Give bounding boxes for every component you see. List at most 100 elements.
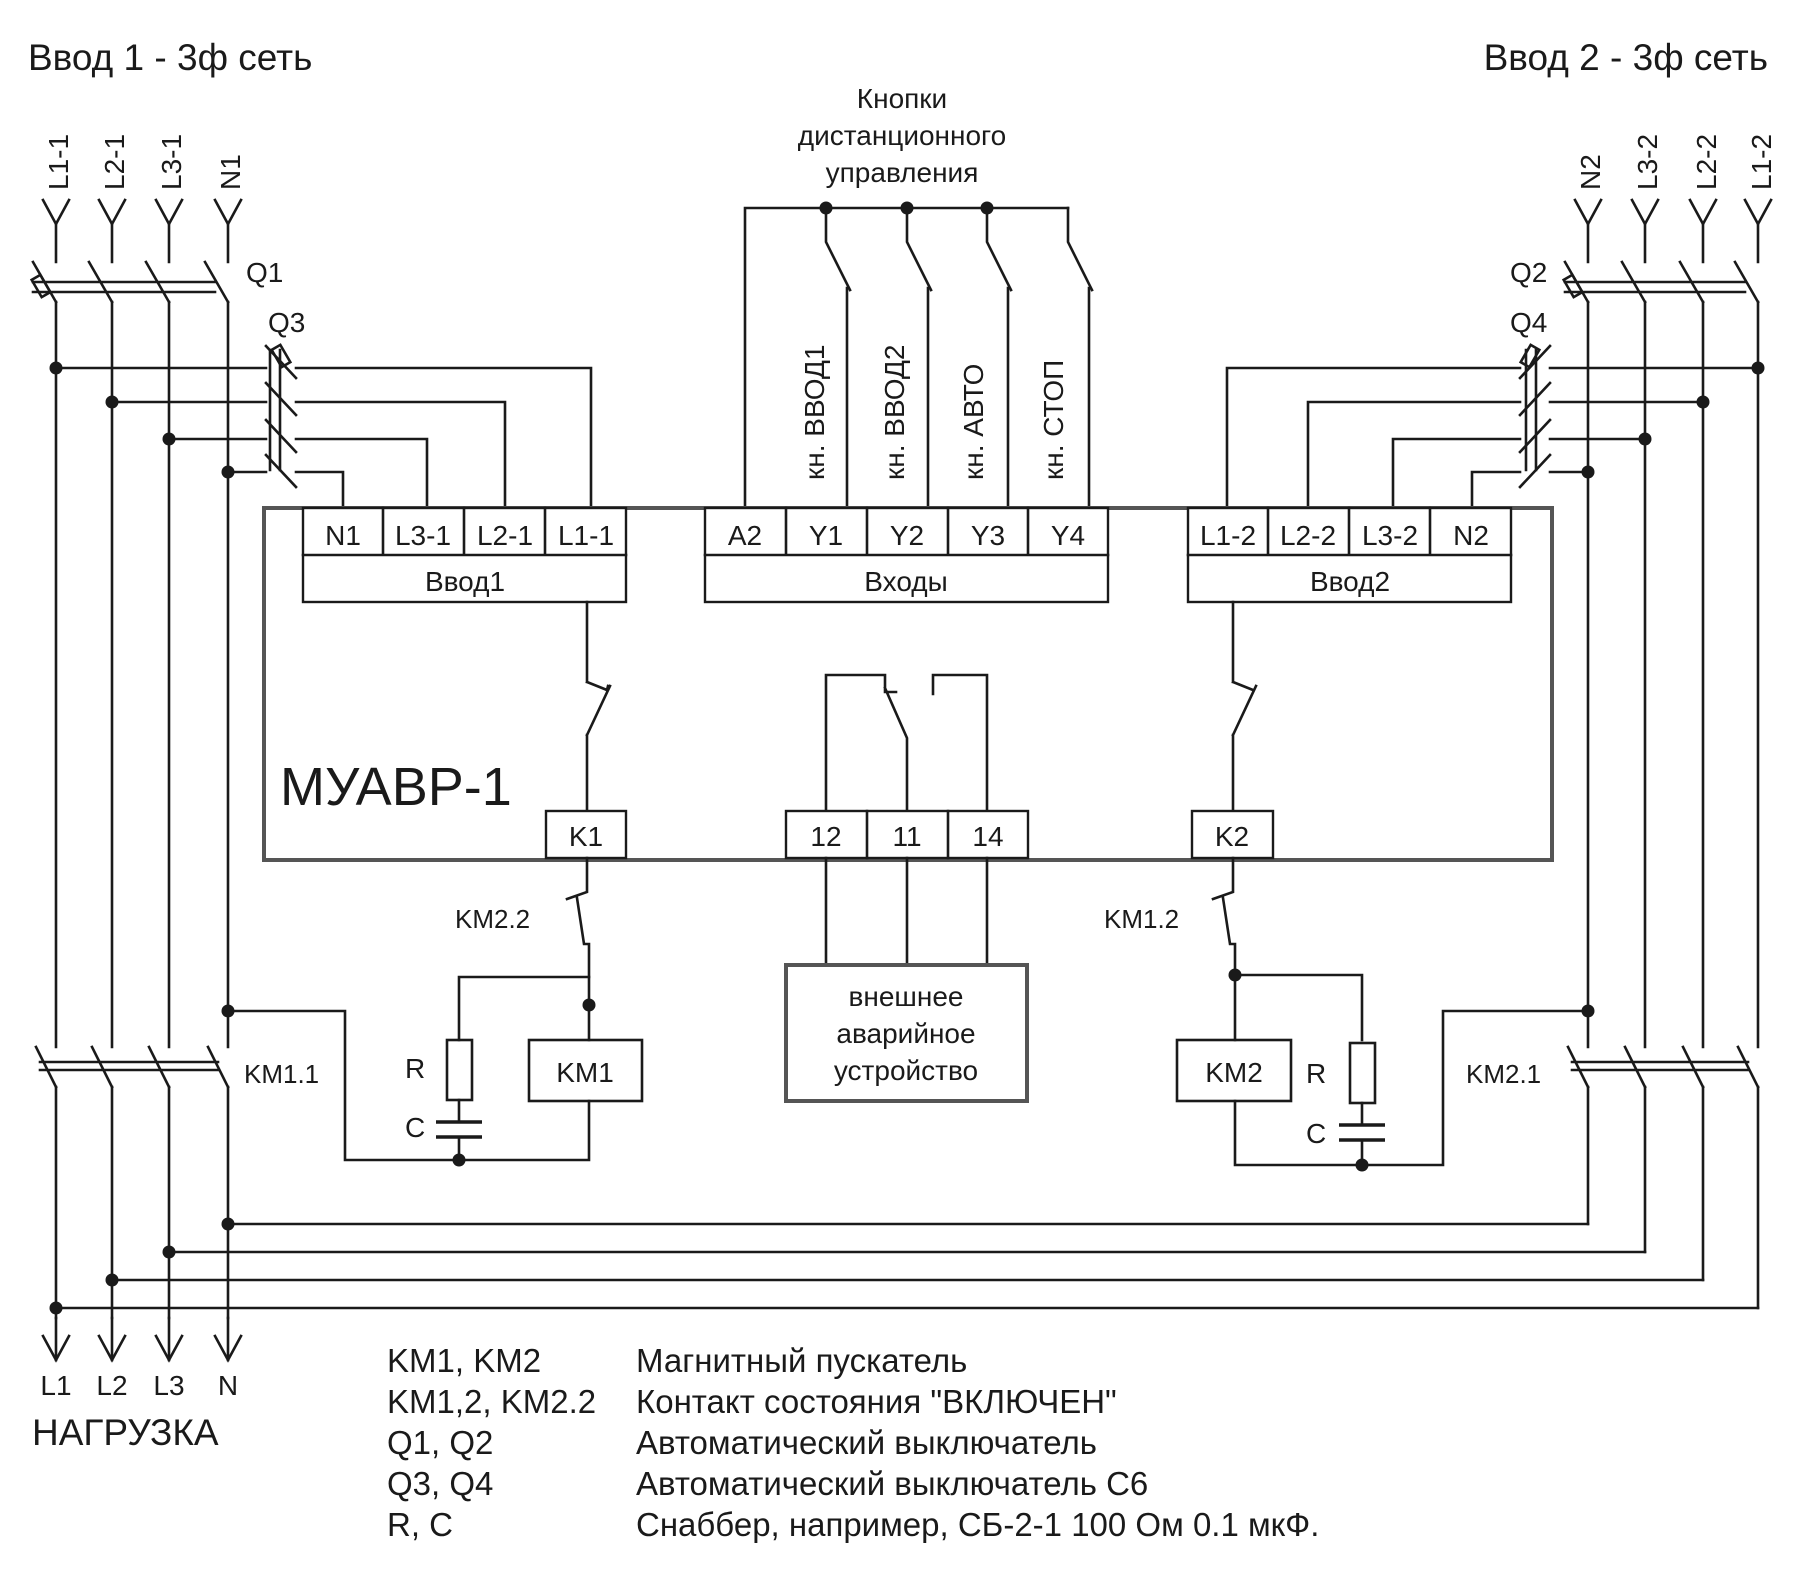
terminal-l3-2: L3-2	[1362, 520, 1418, 551]
km2-1-label: KM2.1	[1466, 1059, 1541, 1089]
remote-caption-line-2: дистанционного	[798, 120, 1006, 151]
km1-coil-label: KM1	[556, 1057, 614, 1088]
q3-trip-marker	[269, 343, 293, 369]
terminal-k2: K2	[1215, 821, 1249, 852]
input1-group-label: Ввод1	[425, 566, 505, 597]
terminal-y4: Y4	[1051, 520, 1085, 551]
input2-group-label: Ввод2	[1310, 566, 1390, 597]
km2-r-label: R	[1306, 1058, 1326, 1089]
supply2-arrow-heads	[1573, 198, 1773, 227]
q1-trip-marker	[29, 273, 53, 299]
load-label-n: N	[218, 1370, 238, 1401]
external-emergency-device: внешнее аварийное устройство	[784, 856, 1029, 1103]
legend-key-5: R, C	[387, 1506, 453, 1543]
external-device-line-1: внешнее	[849, 981, 964, 1012]
km1-1-contactor: KM1.1	[34, 1045, 319, 1089]
terminal-a2: A2	[728, 520, 762, 551]
device-name: МУАВР-1	[280, 757, 512, 817]
load-heading: НАГРУЗКА	[32, 1412, 219, 1453]
km1-coil	[527, 1038, 644, 1103]
terminal-l1-1: L1-1	[558, 520, 614, 551]
km2-snubber-r	[1348, 1041, 1377, 1105]
terminal-y1: Y1	[809, 520, 843, 551]
terminal-12: 12	[810, 821, 841, 852]
load-cross-connections	[49, 1217, 1760, 1315]
supply2-label-l1: L1-2	[1746, 134, 1777, 190]
legend-key-3: Q1, Q2	[387, 1424, 493, 1461]
terminal-l2-2: L2-2	[1280, 520, 1336, 551]
legend-value-3: Автоматический выключатель	[636, 1424, 1097, 1461]
input1-terminal-block: N1 L3-1 L2-1 L1-1 Ввод1	[301, 506, 628, 604]
km1-1-label: KM1.1	[244, 1059, 319, 1089]
external-device-box	[784, 963, 1029, 1103]
changeover-contact: 12 11 14	[784, 673, 1030, 860]
external-device-line-3: устройство	[834, 1055, 978, 1086]
km1-r-label: R	[405, 1053, 425, 1084]
input1-heading: Ввод 1 - 3ф сеть	[28, 37, 312, 78]
q2-breaker: Q2	[1510, 257, 1760, 304]
terminal-l2-1: L2-1	[477, 520, 533, 551]
button-stop-label: кн. СТОП	[1038, 360, 1069, 480]
supply1-label-n: N1	[215, 154, 246, 190]
button-input1-label: кн. ВВОД1	[799, 345, 830, 480]
k2-internal-contact: K2	[1190, 600, 1275, 860]
km2-2-label: KM2.2	[455, 904, 530, 934]
q4-label: Q4	[1510, 307, 1547, 338]
legend-value-4: Автоматический выключатель C6	[636, 1465, 1148, 1502]
km1-snubber-r	[445, 1038, 474, 1102]
k1-internal-contact: K1	[544, 600, 628, 860]
supply-2-terminals: N2 L3-2 L2-2 L1-2	[1573, 134, 1777, 264]
legend-value-1: Магнитный пускатель	[636, 1342, 967, 1379]
inputs-terminal-block: A2 Y1 Y2 Y3 Y4 Входы	[703, 506, 1110, 604]
legend: KM1, KM2 Магнитный пускатель KM1,2, KM2.…	[387, 1342, 1319, 1543]
q3-breaker: Q3	[54, 307, 593, 510]
load-label-l3: L3	[153, 1370, 184, 1401]
km1-control-circuit: KM2.2 KM1 R C	[221, 856, 644, 1167]
input2-terminal-block: L1-2 L2-2 L3-2 N2 Ввод2	[1186, 506, 1513, 604]
q3-label: Q3	[268, 307, 305, 338]
load-outputs: L1 L2 L3 N НАГРУЗКА	[32, 1316, 243, 1453]
supply1-label-l2: L2-1	[99, 134, 130, 190]
km2-1-contactor: KM2.1	[1466, 1045, 1760, 1089]
q2-label: Q2	[1510, 257, 1547, 288]
legend-value-2: Контакт состояния "ВКЛЮЧЕН"	[636, 1383, 1117, 1420]
q1-label: Q1	[246, 257, 283, 288]
km2-control-circuit: KM1.2 KM2 R C	[1104, 856, 1595, 1172]
button-input2-label: кн. ВВОД2	[879, 345, 910, 480]
supply2-wires	[1586, 222, 1760, 264]
q4-trip-marker	[1518, 343, 1542, 369]
terminal-l3-1: L3-1	[395, 520, 451, 551]
supply-1-terminals: L1-1 L2-1 L3-1 N1	[41, 134, 246, 264]
terminal-l1-2: L1-2	[1200, 520, 1256, 551]
km2-c-label: C	[1306, 1118, 1326, 1149]
terminal-y2: Y2	[890, 520, 924, 551]
terminal-n1: N1	[325, 520, 361, 551]
terminal-14: 14	[972, 821, 1003, 852]
km1-2-label: KM1.2	[1104, 904, 1179, 934]
external-device-line-2: аварийное	[836, 1018, 975, 1049]
inputs-group-label: Входы	[864, 566, 947, 597]
supply1-arrow-heads	[41, 198, 243, 227]
terminal-n2: N2	[1453, 520, 1489, 551]
legend-value-5: Снаббер, например, СБ-2-1 100 Ом 0.1 мкФ…	[636, 1506, 1319, 1543]
q1-breaker: Q1	[29, 257, 283, 304]
remote-buttons: кн. ВВОД1 кн. ВВОД2 кн. АВТО кн. СТОП	[743, 201, 1094, 510]
terminal-y3: Y3	[971, 520, 1005, 551]
legend-key-1: KM1, KM2	[387, 1342, 541, 1379]
remote-caption-line-3: управления	[826, 157, 979, 188]
terminal-11: 11	[892, 821, 921, 852]
supply2-label-n: N2	[1575, 154, 1606, 190]
q2-trip-marker	[1561, 273, 1585, 299]
remote-caption-line-1: Кнопки	[857, 83, 947, 114]
legend-key-2: KM1,2, KM2.2	[387, 1383, 596, 1420]
load-label-l1: L1	[40, 1370, 71, 1401]
supply1-label-l1: L1-1	[43, 134, 74, 190]
supply1-label-l3: L3-1	[156, 134, 187, 190]
q4-breaker: Q4	[1225, 307, 1760, 510]
supply2-label-l3: L3-2	[1632, 134, 1663, 190]
km1-c-label: C	[405, 1112, 425, 1143]
terminal-k1: K1	[569, 821, 603, 852]
remote-buttons-caption: Кнопки дистанционного управления	[798, 83, 1006, 188]
km2-coil-label: KM2	[1205, 1057, 1263, 1088]
